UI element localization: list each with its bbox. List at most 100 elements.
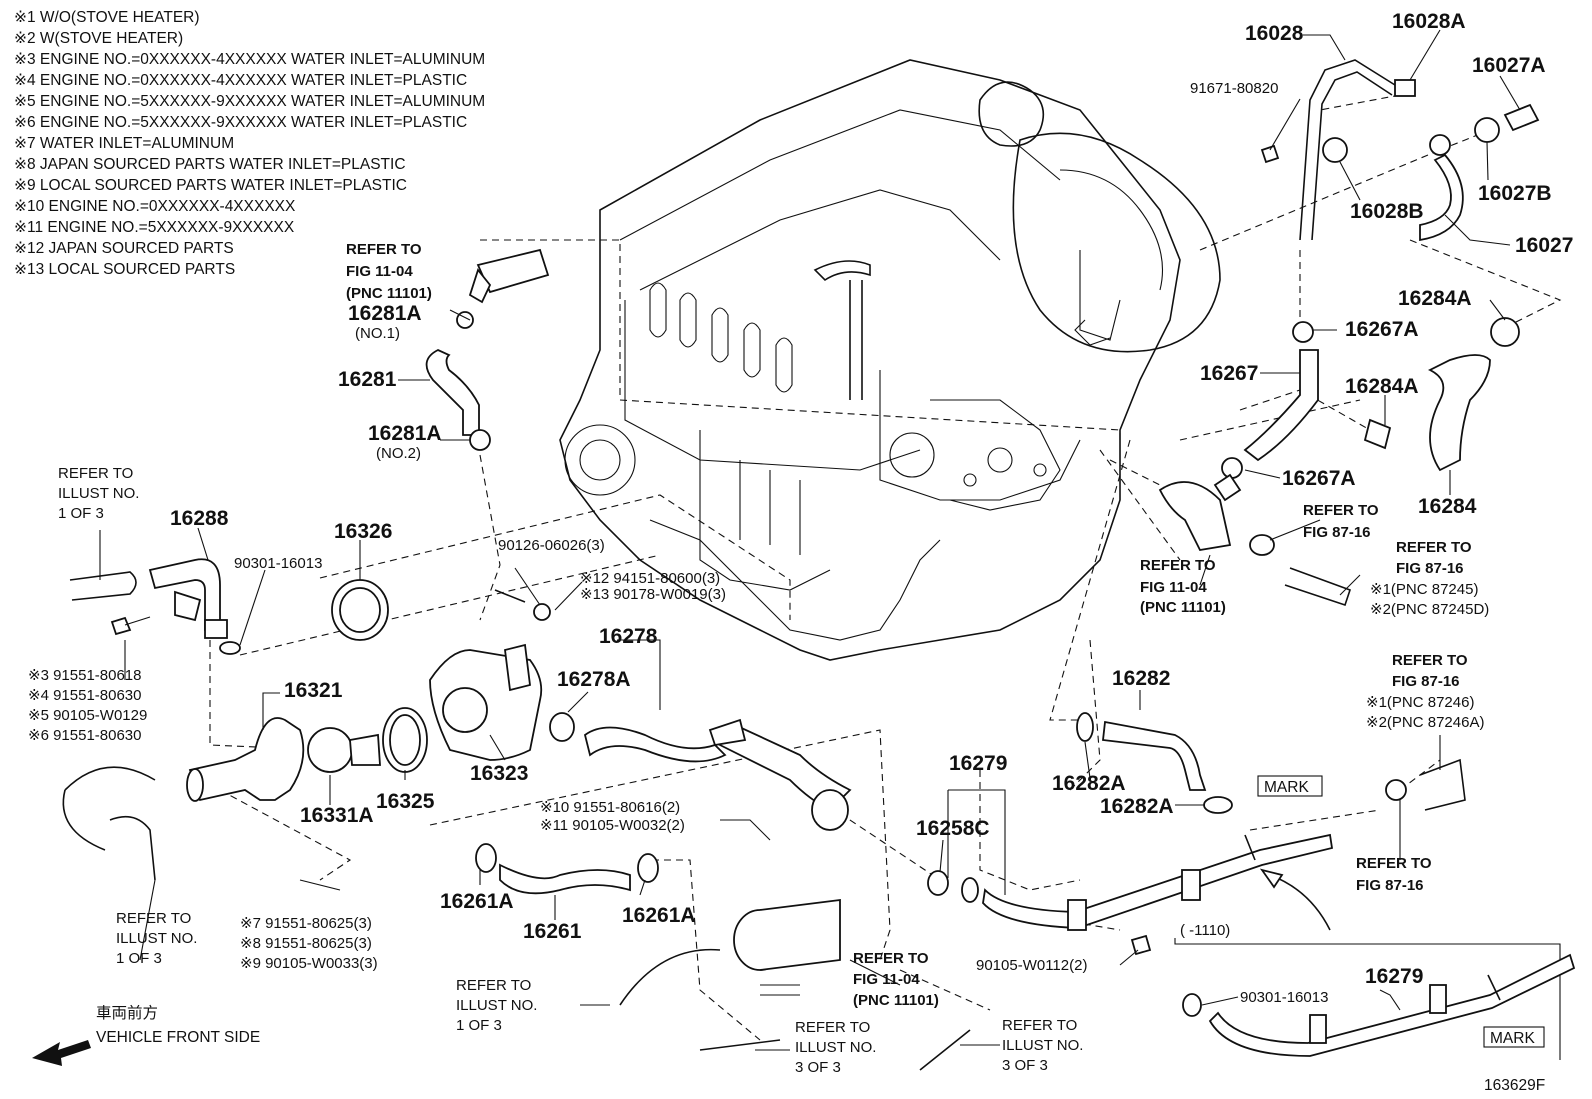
label-16281A-top-sub: (NO.1) xyxy=(355,325,400,342)
refer-fig1104-top-3: (PNC 11101) xyxy=(346,285,432,302)
refer-illust3-b-2: ILLUST NO. xyxy=(1002,1037,1083,1054)
refer-notes: REFER TO FIG 11-04 (PNC 11101) REFER TO … xyxy=(58,241,1489,1076)
label-16281A-low: 16281A xyxy=(368,422,442,445)
label-90105-W0112: 90105-W0112(2) xyxy=(976,957,1087,974)
refer-fig1104-mid-1: REFER TO xyxy=(1140,557,1216,574)
label-16261: 16261 xyxy=(523,920,582,943)
inset-box xyxy=(1174,938,1576,1060)
label-bolt-3: ※3 91551-80618 xyxy=(28,667,142,684)
note-11: ※11 ENGINE NO.=5XXXXXX-9XXXXXX xyxy=(14,219,295,236)
engine-block-illustration xyxy=(559,59,1181,661)
label-90301-16013: 90301-16013 xyxy=(234,555,322,572)
label-91671-80820: 91671-80820 xyxy=(1190,80,1278,97)
label-16282: 16282 xyxy=(1112,667,1170,690)
label-91551-80616: ※10 91551-80616(2) xyxy=(540,799,680,816)
label-90301-16013-inset: 90301-16013 xyxy=(1240,989,1328,1006)
label-16281: 16281 xyxy=(338,368,397,391)
label-16261A-right: 16261A xyxy=(622,904,696,927)
label-16027: 16027 xyxy=(1515,234,1573,257)
note-3: ※3 ENGINE NO.=0XXXXXX-4XXXXXX WATER INLE… xyxy=(14,51,485,68)
refer-fig8716-d-2: FIG 87-16 xyxy=(1356,877,1424,894)
note-10: ※10 ENGINE NO.=0XXXXXX-4XXXXXX xyxy=(14,198,296,215)
leader-lines xyxy=(99,29,1521,1051)
label-16028B: 16028B xyxy=(1350,200,1424,223)
note-5: ※5 ENGINE NO.=5XXXXXX-9XXXXXX WATER INLE… xyxy=(14,93,485,110)
label-16028A: 16028A xyxy=(1392,10,1466,33)
label-16284: 16284 xyxy=(1418,495,1477,518)
label-16027B: 16027B xyxy=(1478,182,1552,205)
front-arrow-icon xyxy=(32,1040,91,1066)
label-16323: 16323 xyxy=(470,762,528,785)
label-16281A-top: 16281A xyxy=(348,302,422,325)
refer-fig1104-bottom-1: REFER TO xyxy=(853,950,929,967)
note-12: ※12 JAPAN SOURCED PARTS xyxy=(14,240,234,257)
refer-illust1-b-2: ILLUST NO. xyxy=(456,997,537,1014)
refer-fig8716-c-2: FIG 87-16 xyxy=(1392,673,1460,690)
label-90126-06026: 90126-06026(3) xyxy=(498,537,605,554)
note-1: ※1 W/O(STOVE HEATER) xyxy=(14,9,200,26)
refer-fig8716-b-2: FIG 87-16 xyxy=(1396,560,1464,577)
label-94151-80600: ※12 94151-80600(3) xyxy=(580,570,720,587)
refer-fig1104-mid-3: (PNC 11101) xyxy=(1140,599,1226,616)
refer-fig1104-mid-2: FIG 11-04 xyxy=(1140,579,1207,596)
label-90105-W0032: ※11 90105-W0032(2) xyxy=(540,817,685,834)
label-16267A-low: 16267A xyxy=(1282,467,1356,490)
refer-fig8716-a-2: FIG 87-16 xyxy=(1303,524,1371,541)
refer-fig8716-b-1: REFER TO xyxy=(1396,539,1472,556)
label-90178-W0019: ※13 90178-W0019(3) xyxy=(580,586,726,603)
part-labels: 16028 16028A 16027A 91671-80820 16027B 1… xyxy=(28,10,1573,1047)
vehicle-front-label: VEHICLE FRONT SIDE xyxy=(96,1029,260,1046)
label-bolt-5: ※5 90105-W0129 xyxy=(28,707,147,724)
label-bolt-4: ※4 91551-80630 xyxy=(28,687,142,704)
mark-box-top xyxy=(1257,775,1323,797)
label-16282A-top: 16282A xyxy=(1052,772,1126,795)
refer-fig8716-b-4: ※2(PNC 87245D) xyxy=(1370,601,1489,618)
label-16279: 16279 xyxy=(949,752,1007,775)
refer-illust1-bl-1: REFER TO xyxy=(116,910,191,927)
refer-fig8716-c-1: REFER TO xyxy=(1392,652,1468,669)
refer-fig8716-d-1: REFER TO xyxy=(1356,855,1432,872)
label-mark-top: MARK xyxy=(1264,779,1309,796)
refer-illust1-bl-2: ILLUST NO. xyxy=(116,930,197,947)
refer-fig1104-bottom-3: (PNC 11101) xyxy=(853,992,939,1009)
refer-illust3-a-2: ILLUST NO. xyxy=(795,1039,876,1056)
note-8: ※8 JAPAN SOURCED PARTS WATER INLET=PLAST… xyxy=(14,156,406,173)
label-bolt-7: ※7 91551-80625(3) xyxy=(240,915,372,932)
refer-illust3-a-3: 3 OF 3 xyxy=(795,1059,841,1076)
label-16261A-left: 16261A xyxy=(440,890,514,913)
footer: 車両前方 VEHICLE FRONT SIDE 163629F xyxy=(32,1004,1545,1094)
label-16284A-top: 16284A xyxy=(1398,287,1472,310)
notes-block: ※1 W/O(STOVE HEATER) ※2 W(STOVE HEATER) … xyxy=(14,9,485,278)
note-13: ※13 LOCAL SOURCED PARTS xyxy=(14,261,235,278)
label-16288: 16288 xyxy=(170,507,229,530)
refer-fig1104-top-1: REFER TO xyxy=(346,241,422,258)
vehicle-front-jp-label: 車両前方 xyxy=(96,1004,158,1022)
label-inset-range: ( -1110) xyxy=(1180,922,1230,939)
refer-fig1104-top-2: FIG 11-04 xyxy=(346,263,413,280)
label-16027A: 16027A xyxy=(1472,54,1546,77)
refer-illust3-a-1: REFER TO xyxy=(795,1019,870,1036)
label-mark-inset: MARK xyxy=(1490,1030,1535,1047)
label-16321: 16321 xyxy=(284,679,343,702)
refer-fig8716-c-3: ※1(PNC 87246) xyxy=(1366,694,1474,711)
guide-lines xyxy=(209,94,1562,1041)
label-16267: 16267 xyxy=(1200,362,1258,385)
label-16281A-low-sub: (NO.2) xyxy=(376,445,421,462)
label-16325: 16325 xyxy=(376,790,435,813)
turbo-illustration xyxy=(978,81,1221,353)
refer-fig1104-bottom-2: FIG 11-04 xyxy=(853,971,920,988)
label-bolt-8: ※8 91551-80625(3) xyxy=(240,935,372,952)
label-16278A: 16278A xyxy=(557,668,631,691)
refer-illust1-bl-3: 1 OF 3 xyxy=(116,950,162,967)
note-9: ※9 LOCAL SOURCED PARTS WATER INLET=PLAST… xyxy=(14,177,407,194)
refer-illust1-b-3: 1 OF 3 xyxy=(456,1017,502,1034)
refer-illust1-left-3: 1 OF 3 xyxy=(58,505,104,522)
refer-illust3-b-1: REFER TO xyxy=(1002,1017,1077,1034)
label-16267A-top: 16267A xyxy=(1345,318,1419,341)
note-4: ※4 ENGINE NO.=0XXXXXX-4XXXXXX WATER INLE… xyxy=(14,72,467,89)
label-16284A-mid: 16284A xyxy=(1345,375,1419,398)
refer-fig8716-b-3: ※1(PNC 87245) xyxy=(1370,581,1478,598)
refer-illust3-b-3: 3 OF 3 xyxy=(1002,1057,1048,1074)
note-6: ※6 ENGINE NO.=5XXXXXX-9XXXXXX WATER INLE… xyxy=(14,114,467,131)
refer-illust1-left-2: ILLUST NO. xyxy=(58,485,139,502)
